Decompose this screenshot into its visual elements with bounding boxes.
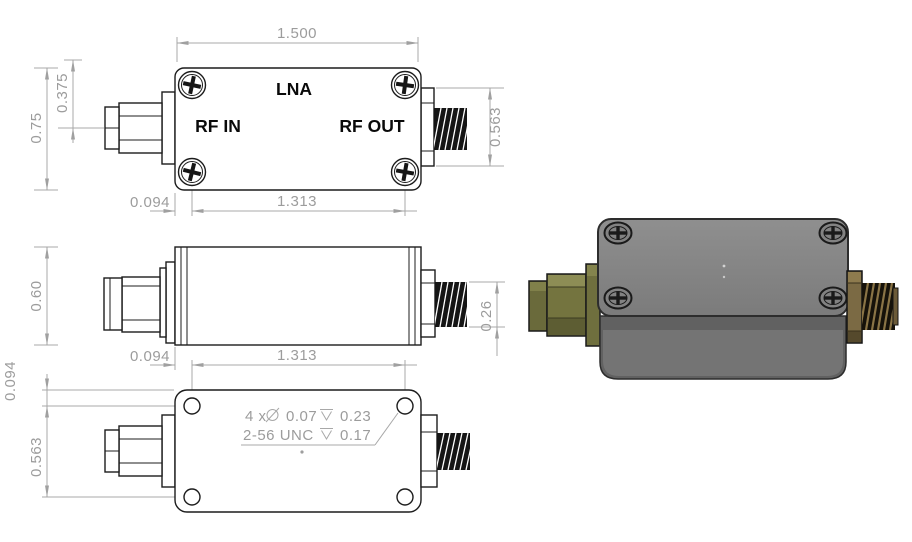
hole-callout-note: 4 x 0.07 0.23 2-56 UNC 0.17	[241, 407, 399, 446]
side-view-dimensions: 0.60 0.26 0.094 1.313	[28, 246, 505, 397]
dim-hole-offset-label: 0.094	[130, 348, 170, 365]
port-in-label: RF IN	[195, 116, 241, 136]
dim-body-height-label: 0.60	[28, 280, 45, 311]
note-leader-line	[374, 412, 399, 446]
dim-hole-row-span-label: 0.563	[28, 437, 45, 477]
thread-section	[434, 108, 467, 150]
mounting-hole	[183, 397, 201, 415]
sma-female-connector-3d	[846, 270, 899, 344]
screw-3d	[603, 286, 633, 310]
sma-male-connector-side	[103, 261, 176, 344]
enclosure-outline-top	[174, 67, 422, 191]
screw	[390, 70, 420, 100]
diameter-icon	[265, 407, 280, 423]
screw-3d	[603, 221, 633, 245]
specular-dot	[722, 275, 726, 279]
enclosure-3d	[597, 218, 849, 380]
note-qty: 4 x	[245, 408, 267, 425]
dim-thread-od-label: 0.26	[478, 300, 495, 331]
note-hole-diameter: 0.07	[286, 408, 317, 425]
dim-hole-span-label: 1.313	[277, 347, 317, 364]
sma-female-connector-bottom	[420, 414, 470, 488]
mounting-hole	[396, 397, 414, 415]
center-mark	[300, 450, 304, 454]
thread-section	[437, 433, 470, 470]
dim-body-width-label: 0.75	[28, 112, 45, 143]
sma-female-connector-side	[420, 269, 467, 338]
sma-male-connector-bottom	[104, 414, 176, 488]
bottom-view: 0.094 0.563	[2, 361, 470, 513]
note-thread-spec: 2-56 UNC	[243, 427, 314, 444]
depth-icon	[320, 409, 333, 421]
note-hole-depth: 0.23	[340, 408, 371, 425]
screw-3d	[818, 286, 848, 310]
thread-section	[435, 282, 467, 327]
dim-hole-span-label: 1.313	[277, 193, 317, 210]
mounting-hole	[183, 488, 201, 506]
enclosure-top-face	[597, 218, 849, 317]
mounting-hole	[396, 488, 414, 506]
sma-female-connector-top	[420, 87, 467, 167]
specular-dot	[722, 264, 726, 268]
side-view-body	[174, 246, 422, 346]
sma-male-connector-3d	[528, 263, 601, 347]
dim-hole-offset-label: 0.094	[2, 361, 19, 401]
dim-hole-offset-label: 0.094	[130, 194, 170, 211]
dim-port-offset-label: 0.375	[54, 73, 71, 113]
screw	[177, 70, 207, 100]
top-view-body: LNA RF IN RF OUT	[174, 67, 422, 191]
screw-3d	[818, 221, 848, 245]
device-label: LNA	[276, 79, 312, 99]
side-view: 0.60 0.26 0.094 1.313	[28, 246, 505, 397]
enclosure-base-band	[603, 330, 843, 376]
dim-connector-flange-label: 0.563	[487, 107, 504, 147]
screw	[177, 157, 207, 187]
top-view: 1.500 0.75 0.375 0.563 0.094 1.313	[28, 25, 504, 216]
port-out-label: RF OUT	[339, 116, 404, 136]
screw	[390, 157, 420, 187]
bottom-view-dimensions: 0.094 0.563	[2, 361, 183, 498]
dim-length-label: 1.500	[277, 25, 317, 42]
depth-icon	[320, 428, 333, 440]
top-view-dimensions: 1.500 0.75 0.375 0.563 0.094 1.313	[28, 25, 504, 216]
render-3d	[528, 218, 899, 380]
sma-male-connector-top	[104, 91, 176, 165]
note-thread-depth: 0.17	[340, 427, 371, 444]
enclosure-outline-side	[174, 246, 422, 346]
